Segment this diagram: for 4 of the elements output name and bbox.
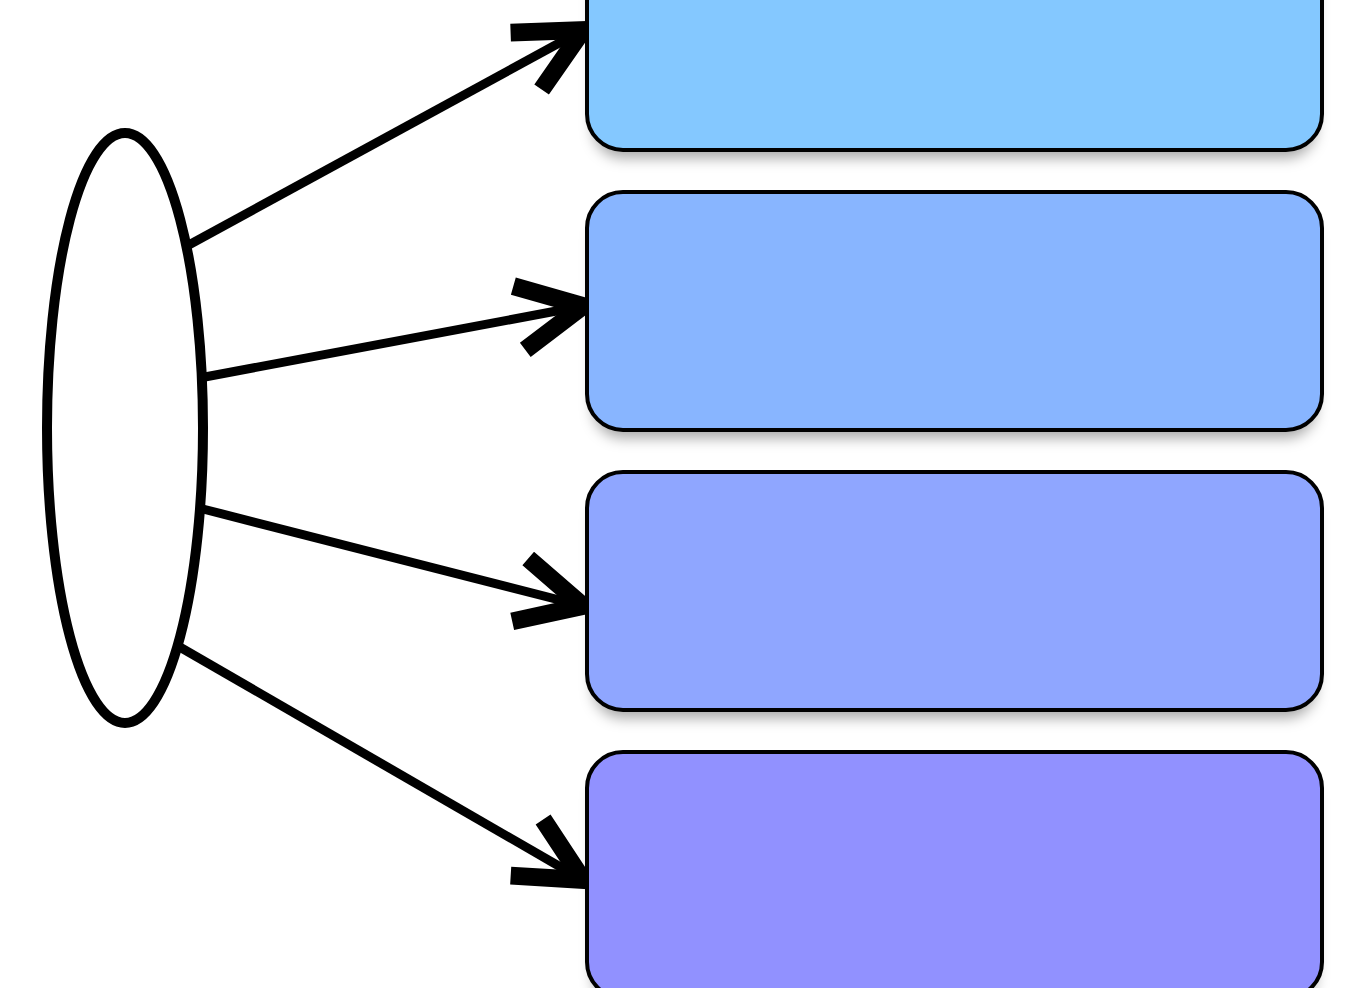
rounded-box [585,750,1324,988]
rounded-box [585,470,1324,712]
rounded-box [585,190,1324,432]
ellipse-shape [42,128,208,728]
